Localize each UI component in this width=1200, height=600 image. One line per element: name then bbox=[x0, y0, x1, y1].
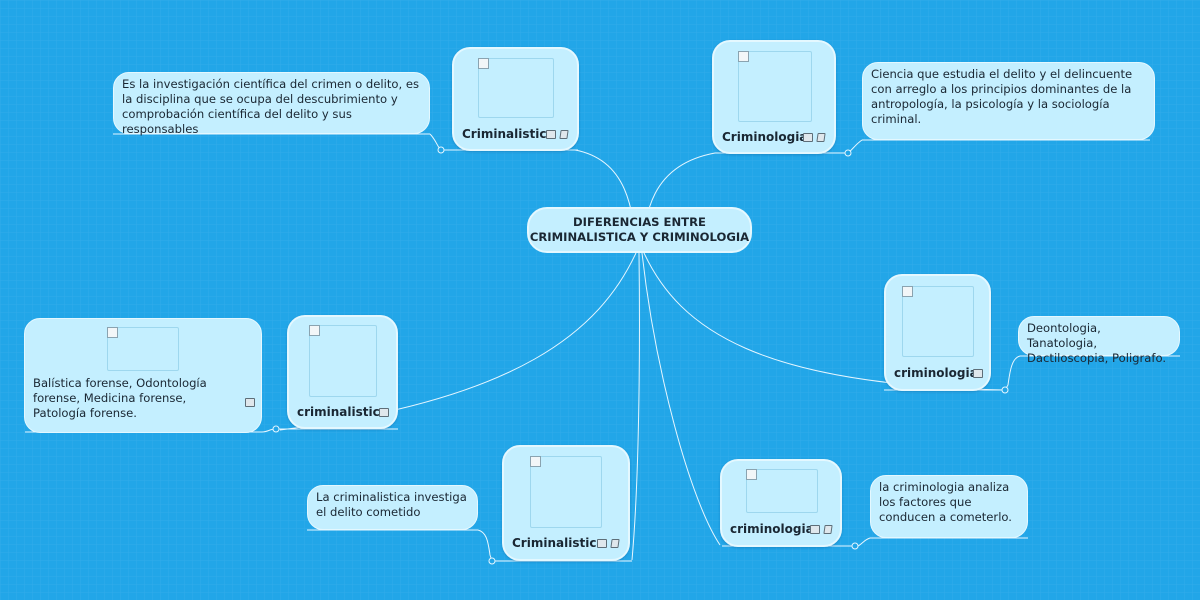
central-topic-line2: CRIMINALISTICA Y CRIMINOLOGIA bbox=[529, 230, 750, 244]
central-topic[interactable]: DIFERENCIAS ENTRE CRIMINALISTICA Y CRIMI… bbox=[527, 207, 752, 253]
topic-criminologia-top[interactable]: Criminologia bbox=[712, 40, 836, 154]
topic-label: criminologia bbox=[730, 522, 814, 536]
topic-criminalistica-top[interactable]: Criminalistica bbox=[452, 47, 579, 151]
topic-criminalistica-bottom[interactable]: Criminalistica bbox=[502, 445, 630, 561]
image-placeholder bbox=[738, 51, 812, 122]
image-icon[interactable] bbox=[546, 130, 556, 139]
note-icon[interactable] bbox=[610, 539, 620, 548]
image-icon[interactable] bbox=[597, 539, 607, 548]
note-text: la criminologia analiza los factores que… bbox=[879, 480, 1012, 524]
image-placeholder bbox=[309, 325, 377, 397]
image-icon[interactable] bbox=[810, 525, 820, 534]
note-text: Ciencia que estudia el delito y el delin… bbox=[871, 67, 1133, 126]
topic-label: criminologia bbox=[894, 366, 978, 380]
note-criminalistica-investiga[interactable]: La criminalistica investiga el delito co… bbox=[307, 485, 478, 530]
topic-criminalistica-left[interactable]: criminalistica bbox=[287, 315, 398, 429]
image-placeholder bbox=[107, 327, 179, 371]
note-criminalistica-branches[interactable]: Balística forense, Odontología forense, … bbox=[24, 318, 262, 433]
central-topic-line1: DIFERENCIAS ENTRE bbox=[573, 215, 706, 229]
note-text: Es la investigación científica del crime… bbox=[122, 77, 420, 136]
topic-label: Criminologia bbox=[722, 130, 808, 144]
note-icon[interactable] bbox=[816, 133, 826, 142]
image-placeholder bbox=[478, 58, 554, 118]
note-criminologia-analiza[interactable]: la criminologia analiza los factores que… bbox=[870, 475, 1028, 538]
note-text: Deontologia, Tanatologia, Dactiloscopia,… bbox=[1027, 321, 1167, 365]
image-icon[interactable] bbox=[803, 133, 813, 142]
topic-criminologia-right[interactable]: criminologia bbox=[884, 274, 991, 391]
note-text: Balística forense, Odontología forense, … bbox=[33, 376, 207, 420]
image-icon[interactable] bbox=[973, 369, 983, 378]
topic-label: criminalistica bbox=[297, 405, 388, 419]
image-placeholder bbox=[902, 286, 974, 357]
topic-label: Criminalistica bbox=[512, 536, 605, 550]
note-criminologia-branches[interactable]: Deontologia, Tanatologia, Dactiloscopia,… bbox=[1018, 316, 1180, 365]
image-icon[interactable] bbox=[379, 408, 389, 417]
image-icon[interactable] bbox=[245, 398, 255, 407]
topic-criminologia-bottom[interactable]: criminologia bbox=[720, 459, 842, 547]
note-icon[interactable] bbox=[559, 130, 569, 139]
image-placeholder bbox=[530, 456, 602, 528]
note-definition-criminologia[interactable]: Ciencia que estudia el delito y el delin… bbox=[862, 62, 1155, 140]
note-text: La criminalistica investiga el delito co… bbox=[316, 490, 467, 519]
image-placeholder bbox=[746, 469, 818, 513]
note-definition-criminalistica[interactable]: Es la investigación científica del crime… bbox=[113, 72, 430, 136]
note-icon[interactable] bbox=[823, 525, 833, 534]
topic-label: Criminalistica bbox=[462, 127, 555, 141]
